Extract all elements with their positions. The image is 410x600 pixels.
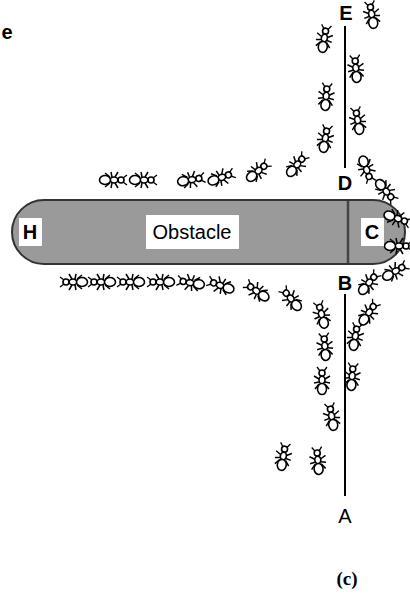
ant-icon xyxy=(343,362,361,391)
obstacle-band xyxy=(12,200,405,264)
ant-icon xyxy=(385,238,410,254)
ant-icon xyxy=(317,82,335,111)
ant-icon xyxy=(345,322,366,352)
ant-icon xyxy=(316,332,334,361)
ant-icon xyxy=(117,274,145,290)
point-label: A xyxy=(338,506,351,526)
end-label-box: C xyxy=(361,218,384,246)
path-line xyxy=(344,26,346,168)
point-label: E xyxy=(339,3,352,23)
ant-icon xyxy=(242,156,273,186)
ant-group xyxy=(60,0,410,475)
ant-icon xyxy=(347,54,365,83)
panel-letter: e xyxy=(1,22,12,42)
ant-icon xyxy=(176,170,206,191)
ant-icon xyxy=(382,206,410,230)
ant-icon xyxy=(176,273,206,294)
obstacle-label-box: Obstacle xyxy=(146,215,239,249)
ant-icon xyxy=(147,274,175,290)
ant-icon xyxy=(354,154,378,185)
path-line xyxy=(344,294,346,496)
ant-icon xyxy=(241,277,273,306)
node-text: C xyxy=(365,222,379,242)
ant-icon xyxy=(273,442,294,472)
ant-icon xyxy=(354,267,384,298)
ant-icon xyxy=(282,149,312,180)
ant-icon xyxy=(379,258,410,286)
point-label: B xyxy=(338,273,352,293)
ant-icon xyxy=(362,0,383,30)
ant-icon xyxy=(100,172,128,188)
ant-icon xyxy=(354,297,383,329)
ant-icon xyxy=(206,165,237,189)
ant-icon xyxy=(205,273,236,297)
ant-icon xyxy=(322,402,343,432)
end-label-box: H xyxy=(19,218,42,246)
figure-caption: (c) xyxy=(336,569,357,588)
ant-icon xyxy=(314,367,330,395)
ant-icon xyxy=(310,299,333,330)
ant-icon xyxy=(315,124,336,154)
point-label: D xyxy=(338,173,352,193)
ant-icon xyxy=(88,274,116,290)
obstacle-divider xyxy=(347,201,350,263)
node-text: Obstacle xyxy=(153,222,232,242)
ant-icon xyxy=(130,172,158,188)
ant-icon xyxy=(314,24,335,54)
ant-icon xyxy=(276,283,306,314)
node-text: H xyxy=(23,222,37,242)
ant-icon xyxy=(309,446,327,475)
ant-icon xyxy=(60,274,88,290)
ant-icon xyxy=(348,106,369,136)
